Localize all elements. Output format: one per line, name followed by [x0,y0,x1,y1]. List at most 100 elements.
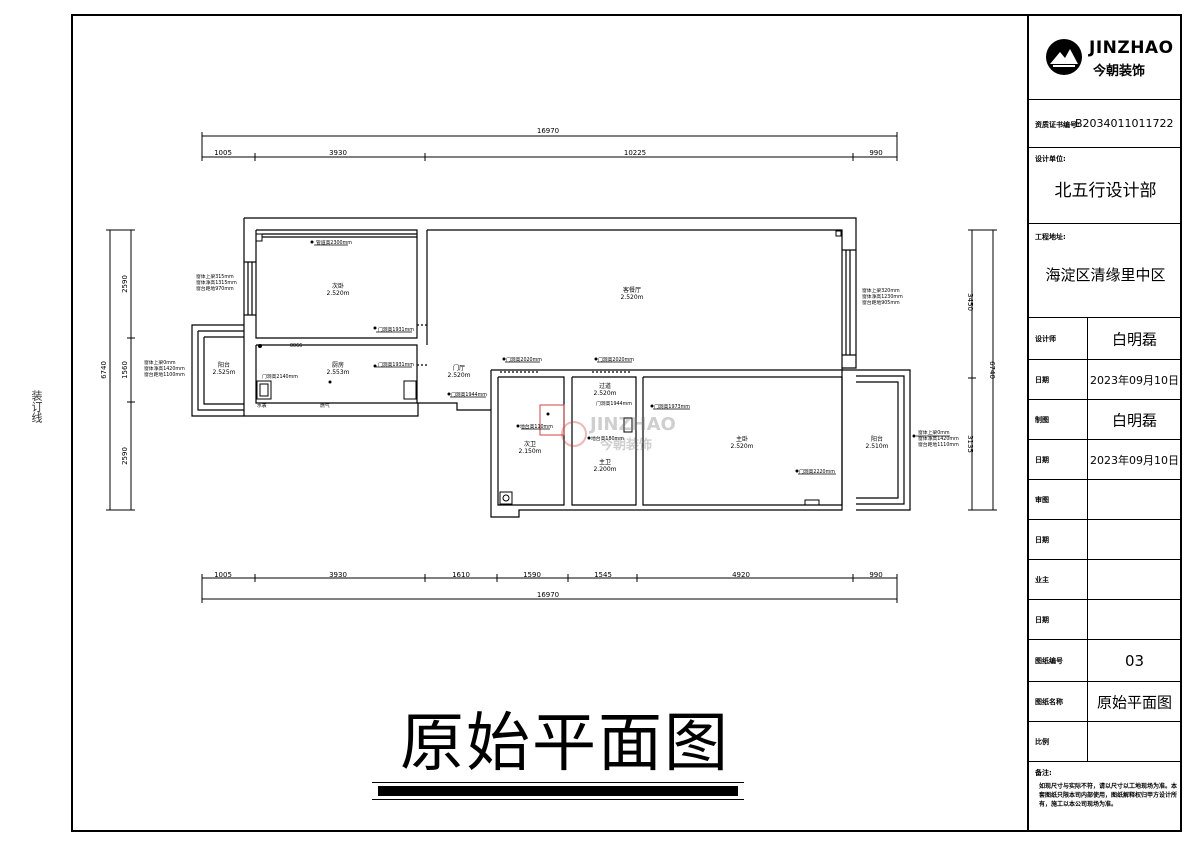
dim-top-seg: 990 [869,149,882,157]
dim-bottom-total: 16970 [537,591,559,599]
shower-fixture [623,417,633,433]
dimension-labels: 16970 1005 3930 10225 990 1005 3930 1610… [100,127,996,599]
date-row: 日期 [1029,520,1182,560]
window-note: 窗台距地970mm [196,285,234,292]
door-note: 门洞高2140mm [262,373,298,380]
appliance-fixture [403,380,417,400]
window-note: 窗体净高1420mm [144,365,185,372]
sheet-name-label: 图纸名称 [1035,697,1063,706]
door-note: 门洞高2220mm [799,468,835,475]
dim-top-seg: 3930 [329,149,347,157]
dim-right-outer: 6740 [988,361,996,379]
title-underline-thick [378,786,738,796]
dim-right-seg: 3135 [966,435,974,453]
room-name: 门厅 [453,364,465,372]
dim-bottom-seg: 1610 [452,571,470,579]
cert-label: 资质证书编号: [1035,121,1080,129]
design-unit-label: 设计单位: [1035,155,1066,163]
watermark-brand-cn: 今朝装饰 [600,438,653,453]
door-note: 门洞高1931mm [378,361,414,368]
watermark-mark-icon [561,421,587,447]
fixture-note: 燃气 [320,402,330,409]
door-note: 门洞高2020mm [598,356,634,363]
date-label: 日期 [1035,615,1049,624]
window-note: 窗体上梁320mm [862,287,900,294]
room-name: 过道 [599,382,611,390]
pipe-height-note: 管道高2300mm [316,239,352,246]
designer-value: 白明磊 [1111,330,1157,348]
dim-top-total: 16970 [537,127,559,135]
room-name: 次卫 [524,440,536,448]
sink-fixture [256,380,272,400]
room-height: 2.520m [620,294,643,301]
room-height: 2.520m [593,390,616,397]
door-note: 门洞高1944mm [596,400,632,407]
room-name: 次卧 [332,282,344,290]
title-underline-thin [372,782,744,783]
date-row: 日期 [1029,600,1182,640]
designer-row: 设计师 白明磊 [1029,318,1182,360]
leader-lines [314,244,950,475]
company-logo-box: JINZHAO 今朝装饰 [1029,14,1182,100]
pipe-points [258,240,916,473]
drawing-title: 原始平面图 [400,707,730,781]
sill-note: 地台高110mm [520,423,553,430]
dim-left-outer: 6740 [100,361,108,379]
owner-label: 业主 [1035,575,1049,584]
sheet-number-row: 图纸编号 03 [1029,640,1182,682]
date-label: 日期 [1035,375,1049,384]
room-name: 主卫 [599,458,611,466]
sheet-number-value: 03 [1124,651,1145,670]
cert-number: B2034011011722 [1075,117,1174,130]
room-height: 2.525m [212,369,235,376]
room-height: 2.510m [865,443,888,450]
top-dimensions [201,132,898,161]
room-height: 2.520m [326,290,349,297]
date-row: 日期 2023年09月10日 [1029,440,1182,480]
notes-row: 备注: 如现尺寸与实际不符，请以尺寸以工地现场为准。本套图纸只限本司内部使用，图… [1029,762,1182,830]
door-note: 门洞高2020mm [506,356,542,363]
room-name: 主卧 [736,435,748,443]
room-name: 阳台 [218,361,230,369]
address-label: 工程地址: [1035,233,1066,241]
annotations: 管道高2300mm 窗体上梁315mm 窗体净高1315mm 窗台距地970mm… [144,239,959,475]
drawing-frame [71,14,1182,832]
window-mark: 0066 [290,343,302,349]
sheet-name-value: 原始平面图 [1096,693,1172,711]
owner-row: 业主 [1029,560,1182,600]
sill-note: 地台高180mm [591,435,624,442]
dim-left-seg: 2590 [121,447,129,465]
room-height: 2.200m [593,466,616,473]
walls [191,217,911,518]
binding-line-label: 装订线 [30,390,43,423]
date-label: 日期 [1035,455,1049,464]
title-block: JINZHAO 今朝装饰 资质证书编号: B2034011011722 设计单位… [1027,14,1182,832]
fixtures [255,230,842,506]
design-unit-value: 北五行设计部 [1054,181,1157,201]
notes-label: 备注: [1035,769,1052,777]
room-name: 厨房 [332,361,344,369]
room-name: 阳台 [871,435,883,443]
room-height: 2.150m [518,448,541,455]
dim-bottom-seg: 1005 [214,571,232,579]
right-dimensions [968,229,997,511]
window-note: 窗体上梁315mm [196,273,234,280]
dim-top-seg: 1005 [214,149,232,157]
address-value: 海淀区清缘里中区 [1045,266,1166,284]
room-height: 2.520m [447,372,470,379]
window-note: 窗台距地1100mm [144,371,185,378]
cert-row: 资质证书编号: B2034011011722 [1029,100,1182,148]
dim-bottom-seg: 3930 [329,571,347,579]
window-note: 窗体净高1420mm [918,435,959,442]
notes-text: 如现尺寸与实际不符，请以尺寸以工地现场为准。本套图纸只限本司内部使用，图纸解释权… [1039,783,1178,808]
brand-name-cn: 今朝装饰 [1093,64,1146,79]
room-height: 2.553m [326,369,349,376]
dim-bottom-seg: 4920 [732,571,750,579]
floor-plan: 16970 1005 3930 10225 990 1005 3930 1610… [100,127,997,603]
door-note: 门洞高1931mm [378,326,414,333]
room-name: 客餐厅 [623,286,641,294]
drafter-label: 制图 [1035,415,1049,424]
room-labels: 次卧 2.520m 客餐厅 2.520m 厨房 2.553m 阳台 2.525m… [212,282,888,473]
date-value: 2023年09月10日 [1090,373,1179,387]
designer-label: 设计师 [1035,334,1056,343]
